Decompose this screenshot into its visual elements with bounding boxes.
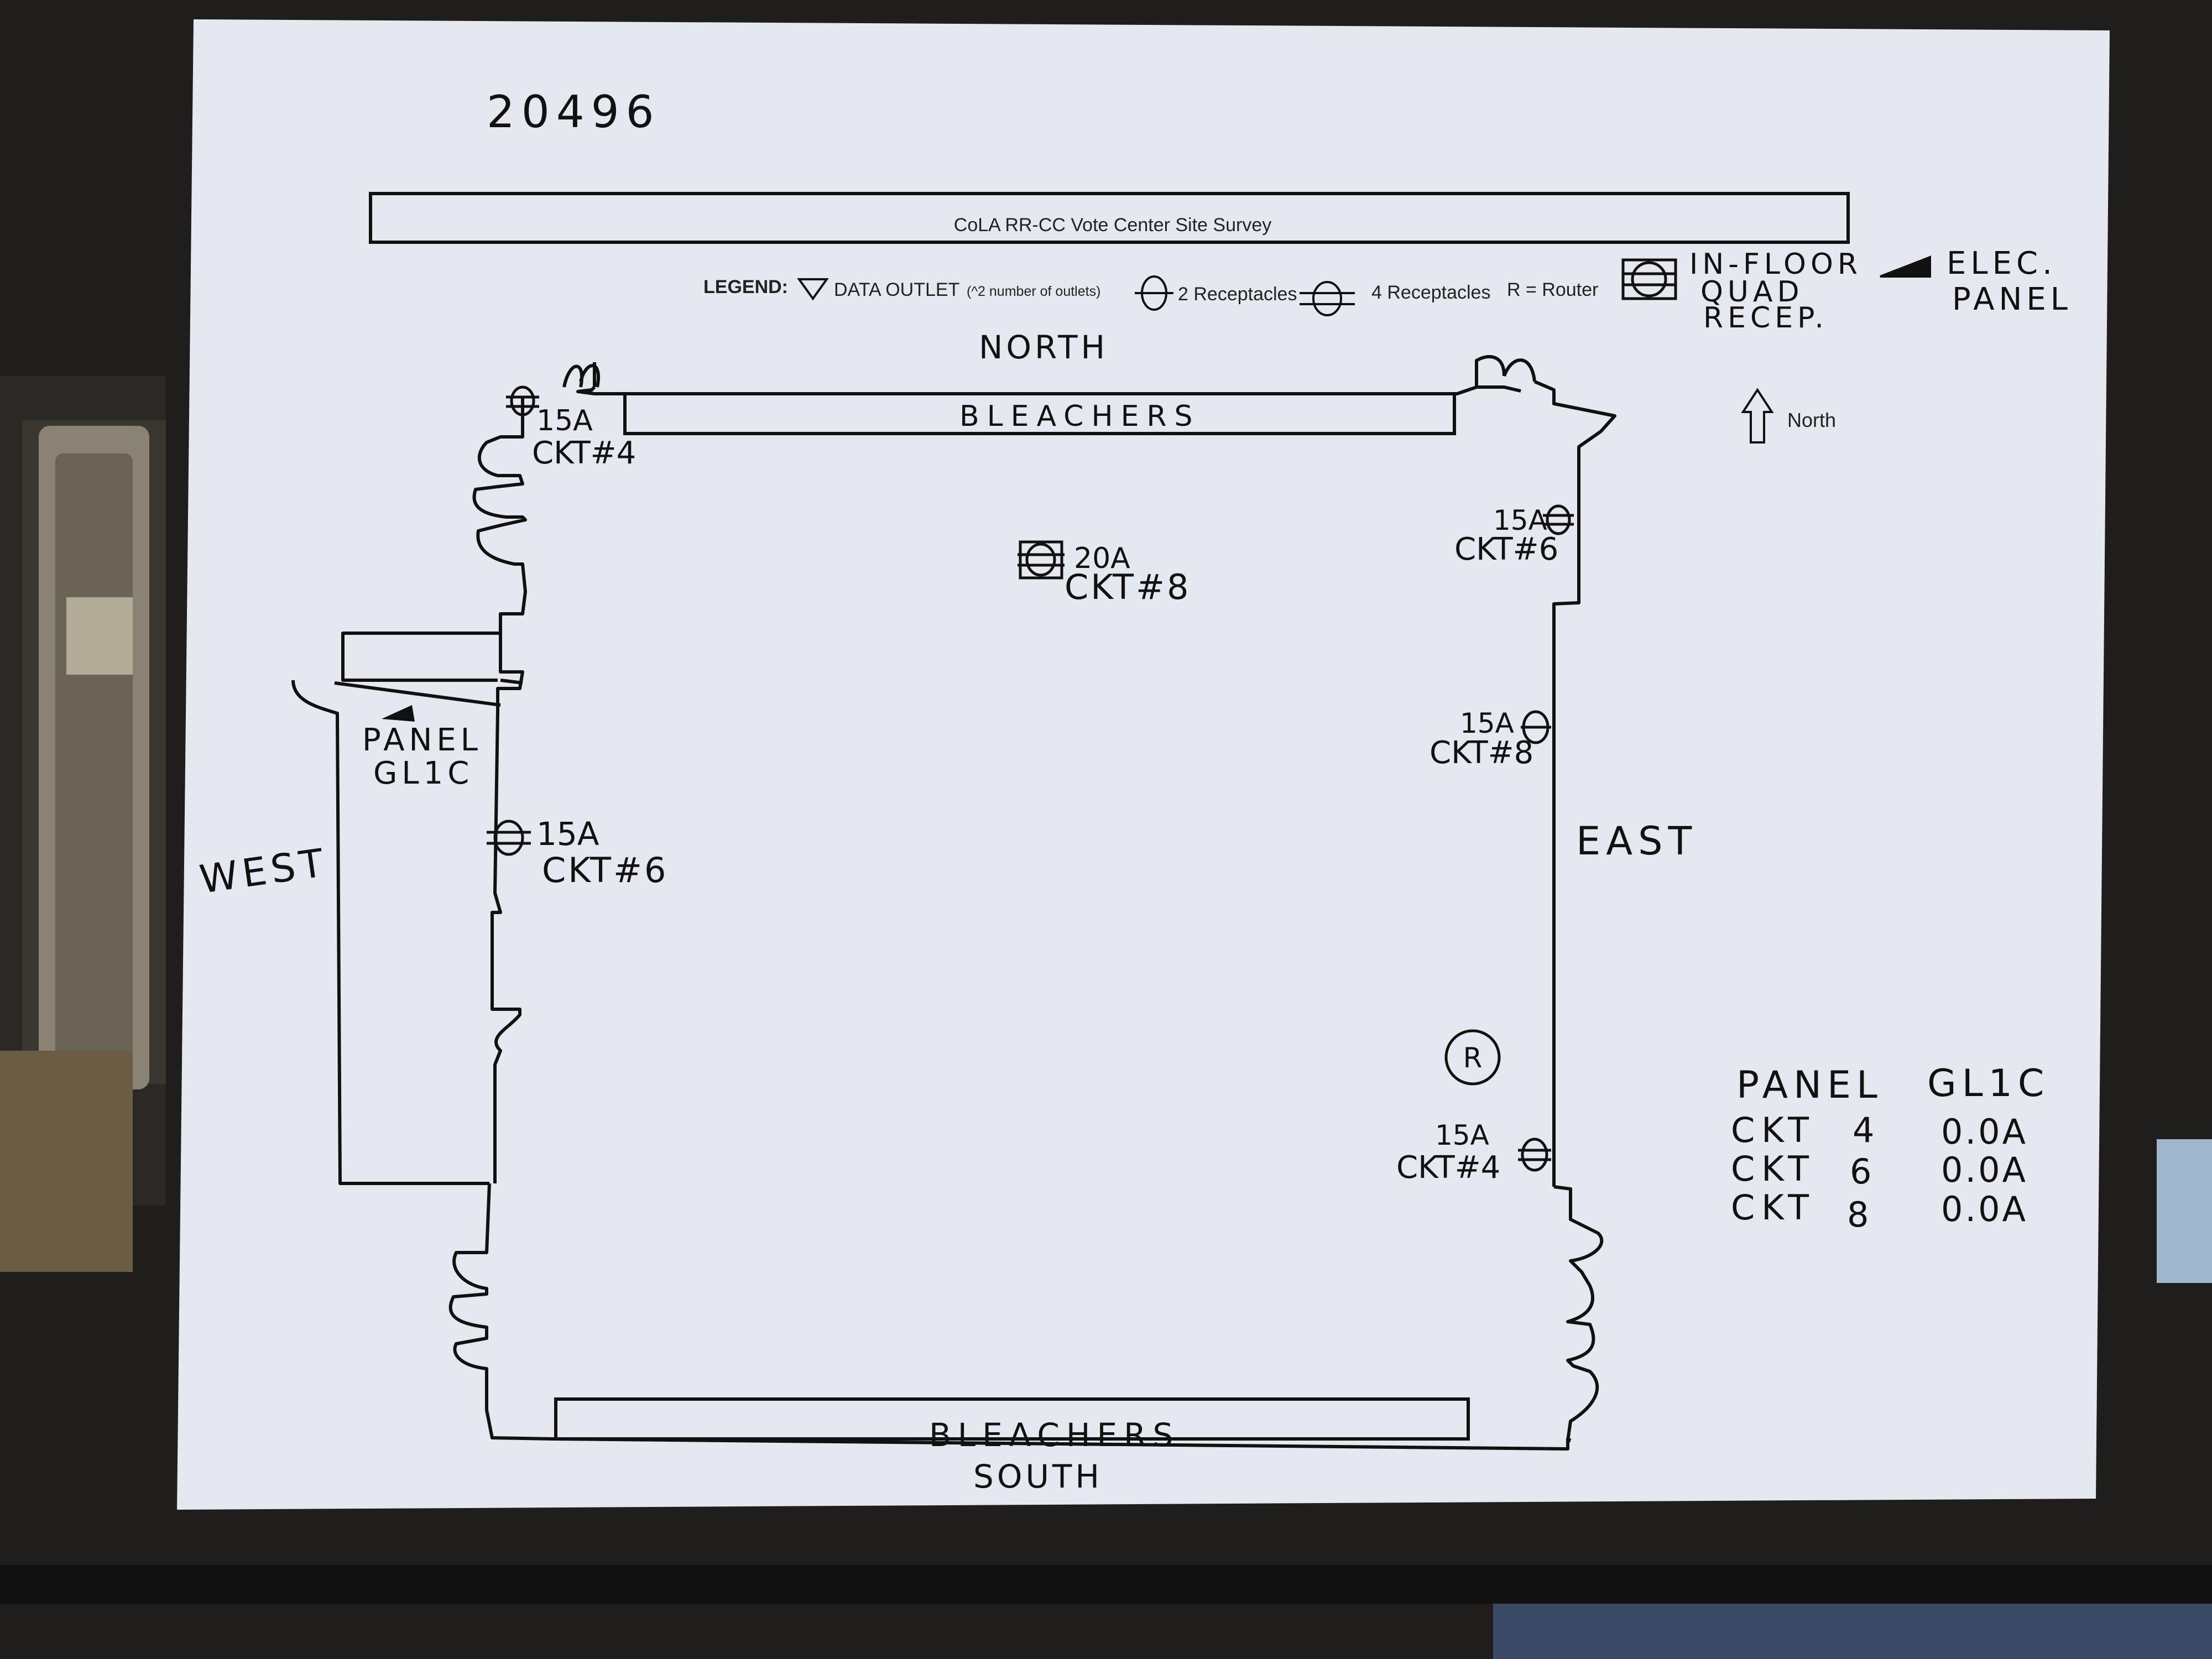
legend: LEGEND: DATA OUTLET (^2 number of outlet… xyxy=(703,246,2072,335)
in-floor-line2: QUAD xyxy=(1700,275,1804,309)
router-icon xyxy=(1444,1029,1501,1086)
legend-router: R = Router xyxy=(1507,279,1598,300)
floor-ckt: CKT#8 xyxy=(1065,567,1191,607)
electrical-panel-icon xyxy=(1880,255,1931,278)
ne-ckt: CKT#6 xyxy=(1454,531,1558,567)
legend-4-receptacles: 4 Receptacles xyxy=(1371,282,1490,303)
panel-table-header-left: PANEL xyxy=(1736,1063,1883,1107)
panel-row-num: 8 xyxy=(1847,1194,1869,1235)
panel-row-num: 6 xyxy=(1850,1151,1871,1192)
panel-row-label: CKT xyxy=(1731,1110,1815,1150)
panel-row-amps: 0.0A xyxy=(1941,1189,2028,1229)
panel-row-amps: 0.0A xyxy=(1941,1112,2028,1152)
panel-load-table: PANEL GL1C CKT 4 0.0A CKT 6 0.0A CKT 8 0… xyxy=(1731,1062,2049,1235)
west-amp: 15A xyxy=(536,815,599,853)
elec-line1: ELEC. xyxy=(1947,246,2057,281)
label-north: NORTH xyxy=(979,328,1108,366)
receptacle-east xyxy=(1521,710,1551,744)
legend-data-outlet-note: (^2 number of outlets) xyxy=(967,284,1100,299)
elec-line2: PANEL xyxy=(1952,281,2072,317)
in-floor-quad-receptacle-icon xyxy=(1621,258,1677,300)
four-receptacles-icon xyxy=(1300,281,1355,316)
se-ckt: CKT#4 xyxy=(1396,1150,1500,1186)
panel-table-header-right: GL1C xyxy=(1927,1062,2049,1105)
panel-room-line1: PANEL xyxy=(362,722,482,758)
in-floor-line3: RECEP. xyxy=(1703,301,1828,335)
nw-ckt: CKT#4 xyxy=(532,435,636,471)
label-south: SOUTH xyxy=(973,1458,1103,1495)
panel-row-num: 4 xyxy=(1853,1110,1874,1150)
nw-amp: 15A xyxy=(536,404,593,437)
two-receptacles-icon xyxy=(1135,275,1173,311)
ne-amp: 15A xyxy=(1493,504,1547,536)
panel-room-line2: GL1C xyxy=(373,755,473,791)
north-bleachers xyxy=(623,392,1456,435)
panel-row-amps: 0.0A xyxy=(1941,1150,2028,1190)
data-outlet-icon xyxy=(797,278,829,301)
panel-row-label: CKT xyxy=(1731,1187,1815,1228)
building-outline xyxy=(291,355,1616,1451)
in-floor-line1: IN-FLOOR xyxy=(1689,248,1862,281)
floor-amp: 20A xyxy=(1074,542,1130,575)
east-amp: 15A xyxy=(1460,707,1514,739)
electrical-panel-icon xyxy=(382,705,415,722)
east-ckt: CKT#8 xyxy=(1430,735,1533,771)
west-ckt: CKT#6 xyxy=(542,850,668,890)
north-bleachers-label: BLEACHERS xyxy=(959,400,1201,433)
se-amp: 15A xyxy=(1435,1119,1489,1151)
router-label: R xyxy=(1463,1042,1483,1074)
label-east: EAST xyxy=(1576,818,1697,864)
legend-label: LEGEND: xyxy=(703,276,788,298)
receptacle-nw xyxy=(506,385,539,416)
legend-data-outlet: DATA OUTLET xyxy=(834,279,959,300)
clipboard-clip-icon xyxy=(39,426,149,1089)
sheet-number: 20496 xyxy=(487,86,661,138)
north-arrow-icon xyxy=(1741,388,1774,444)
label-west: WEST xyxy=(197,839,331,902)
form-title: CoLA RR-CC Vote Center Site Survey xyxy=(954,215,1271,236)
receptacle-se xyxy=(1518,1138,1551,1172)
south-bleachers-label: BLEACHERS xyxy=(929,1416,1180,1454)
north-arrow-label: North xyxy=(1787,409,1836,431)
receptacle-west xyxy=(487,820,531,856)
paper-sheet xyxy=(177,19,2110,1510)
in-floor-quad-receptacle xyxy=(1018,540,1065,580)
legend-2-receptacles: 2 Receptacles xyxy=(1178,284,1297,305)
form-title-bar xyxy=(369,192,1850,244)
receptacle-ne xyxy=(1543,504,1574,535)
south-bleachers xyxy=(554,1397,1470,1441)
panel-row-label: CKT xyxy=(1731,1149,1815,1189)
